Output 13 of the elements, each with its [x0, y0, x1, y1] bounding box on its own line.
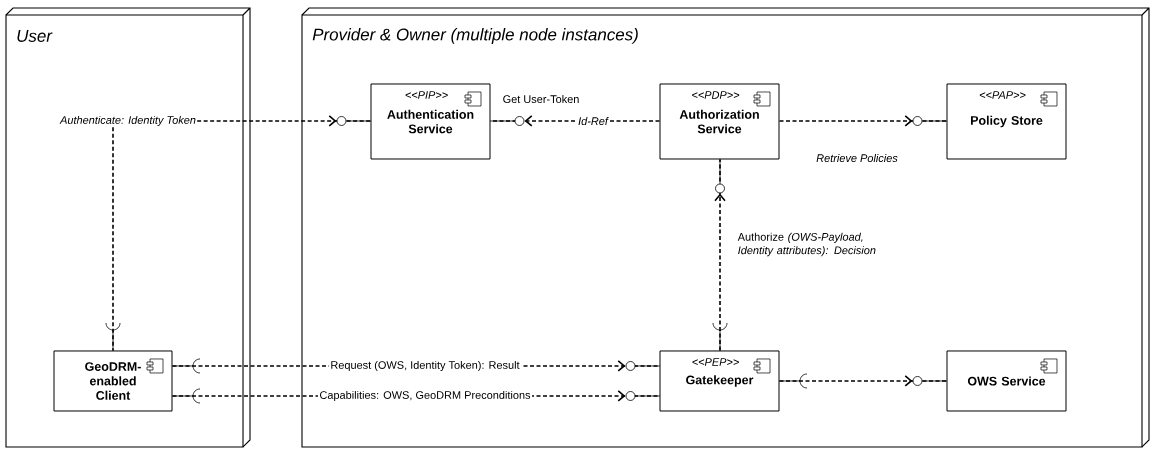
- component-box: <<PDP>> Authorization Service: [659, 83, 780, 160]
- component-box: <<PEP>> Gatekeeper: [659, 350, 780, 412]
- component-box: GeoDRM-enabled Client: [53, 350, 173, 412]
- operation-label: Authenticate: Identity Token: [59, 115, 196, 127]
- component-box: OWS Service: [946, 350, 1067, 412]
- edge-label: Capabilities: OWS, GeoDRM Preconditions: [317, 389, 533, 403]
- component-box: <<PAP>> Policy Store: [946, 83, 1067, 160]
- edge-label: Id-Ref: [576, 115, 610, 127]
- component-box: <<PIP>> Authentication Service: [370, 83, 491, 160]
- edge-label: Authorize (OWS-Payload, Identity attributes): Decision: [737, 232, 876, 257]
- interface-label: Retrieve Policies: [816, 153, 898, 162]
- interface-label: Get User-Token: [503, 94, 579, 103]
- edge-label: Request (OWS, Identity Token): Result: [328, 359, 522, 373]
